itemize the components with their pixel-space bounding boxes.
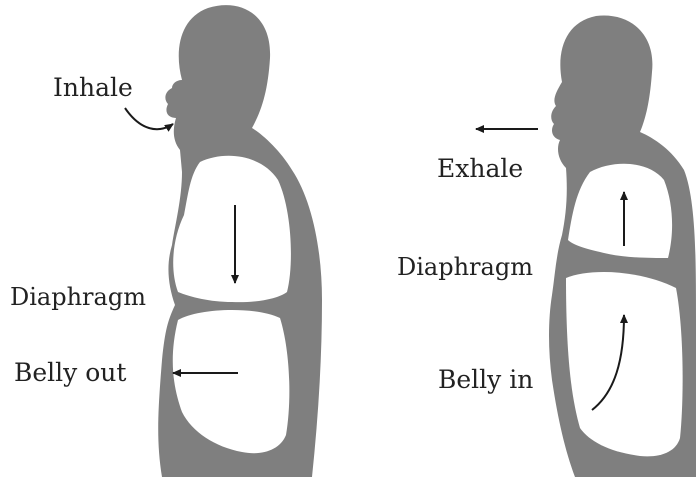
exhale-figure: [476, 16, 696, 477]
exhale-label: Exhale: [437, 156, 523, 181]
exhale-diaphragm-label: Diaphragm: [397, 255, 533, 279]
inhale-mouth-arrow: [125, 108, 173, 129]
exhale-belly-cavity: [566, 272, 683, 456]
inhale-figure: [125, 5, 322, 477]
inhale-label: Inhale: [53, 75, 133, 100]
belly-out-label: Belly out: [14, 360, 126, 385]
belly-in-label: Belly in: [438, 367, 533, 392]
inhale-diaphragm-label: Diaphragm: [10, 285, 146, 309]
